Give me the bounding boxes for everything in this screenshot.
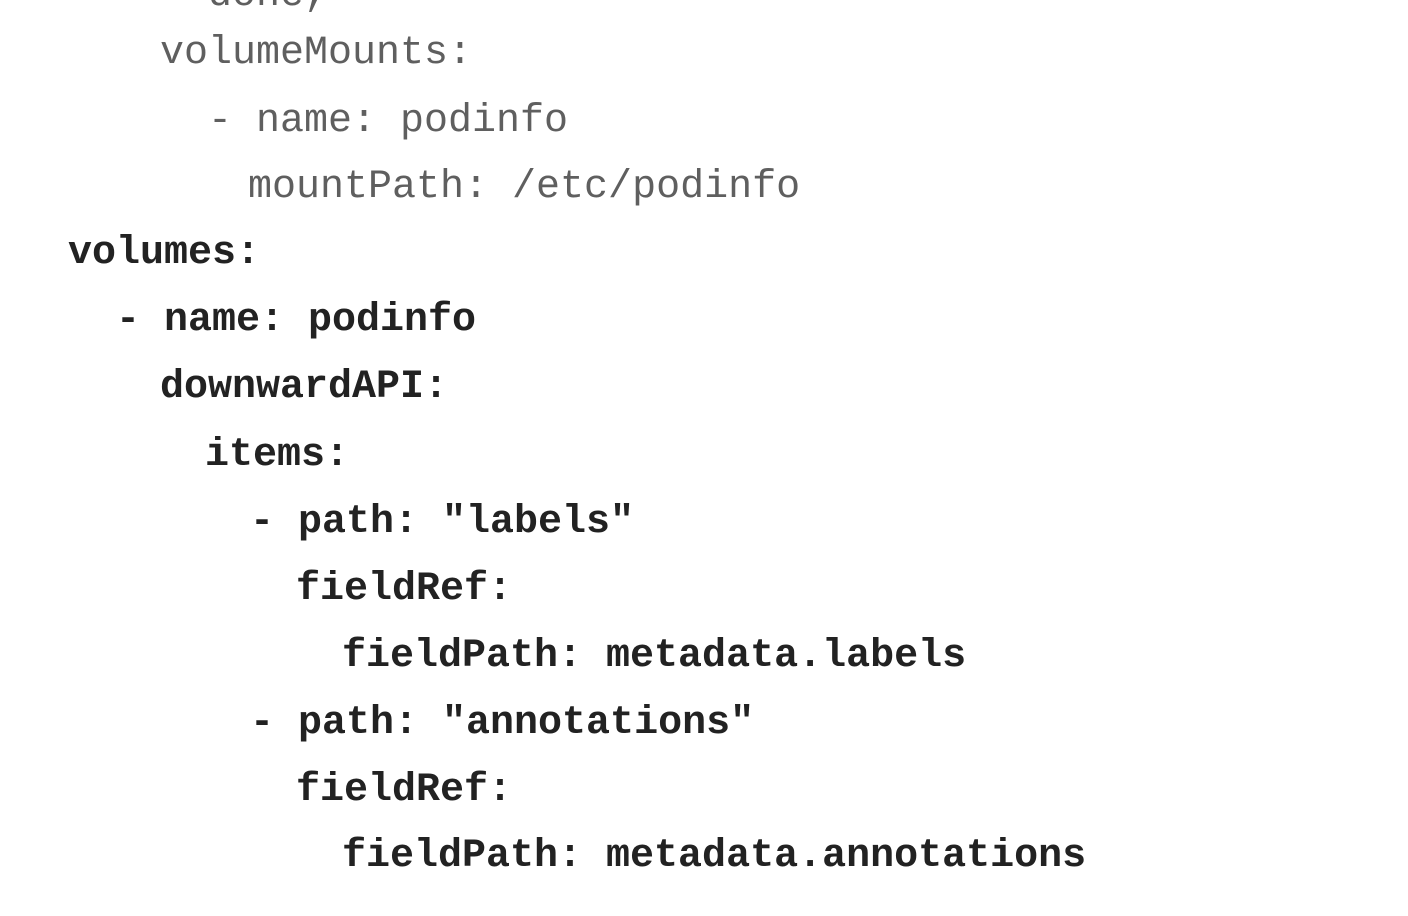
code-line-2: - name: podinfo (208, 99, 569, 144)
code-line-0: done, (208, 0, 328, 29)
code-line-11: - path: "annotations" (250, 701, 755, 746)
code-line-7: items: (205, 433, 350, 478)
code-line-6: downwardAPI: (160, 365, 449, 410)
code-line-1: volumeMounts: (160, 31, 473, 76)
code-line-5: - name: podinfo (116, 298, 477, 343)
code-line-9: fieldRef: (296, 567, 513, 612)
code-line-3: mountPath: /etc/podinfo (248, 165, 801, 210)
code-line-13: fieldPath: metadata.annotations (342, 834, 1087, 879)
code-line-12: fieldRef: (296, 768, 513, 813)
code-line-4: volumes: (68, 231, 261, 276)
code-line-10: fieldPath: metadata.labels (342, 634, 967, 679)
code-line-8: - path: "labels" (250, 500, 635, 545)
